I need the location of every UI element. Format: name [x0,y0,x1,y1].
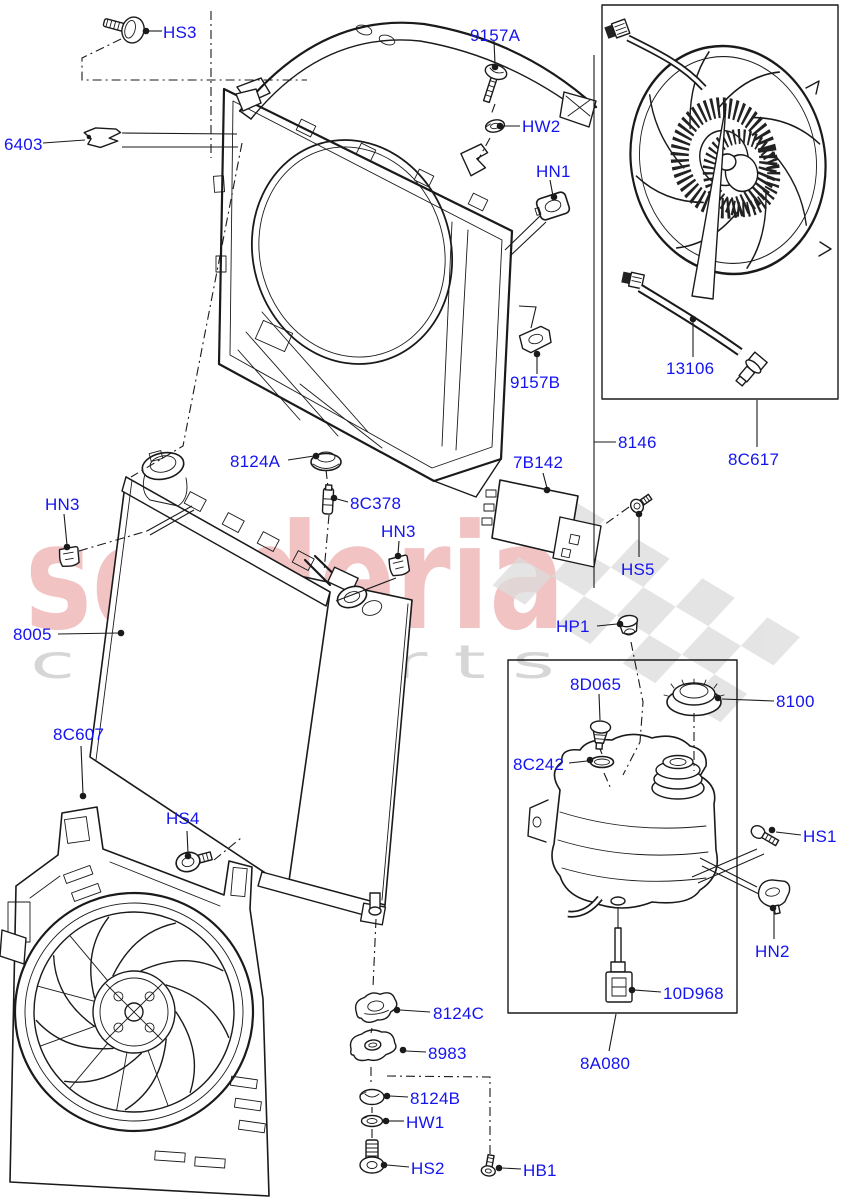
bolt-hs3 [102,16,145,44]
aux-cooler-drawing [481,479,602,568]
sensor-8d065 [589,720,612,750]
part-label-8124A: 8124A [230,452,281,471]
clip-hn3-right [388,554,411,577]
viscous-fan-blades [629,44,827,276]
part-label-6403: 6403 [4,135,43,154]
part-label-9157A: 9157A [470,26,521,45]
part-label-HN3-b: HN3 [381,522,416,541]
part-label-HS1: HS1 [803,827,837,846]
part-label-8C242: 8C242 [513,755,565,774]
bolt-hs2 [359,1139,385,1174]
radiator-filler-neck [141,450,188,507]
part-label-7B142: 7B142 [513,453,564,472]
fan-strap [691,103,727,300]
part-label-8005: 8005 [13,625,52,644]
part-label-HS4: HS4 [166,809,200,828]
bolt-hs4 [175,851,213,873]
fan-connector-top [604,18,631,39]
lower-fan-shroud-drawing [0,806,270,1197]
part-label-HN3-a: HN3 [45,495,80,514]
washer-hw1 [360,1114,384,1128]
part-label-HW1: HW1 [406,1113,445,1132]
radiator-drawing [89,450,413,926]
screw-9157a [482,63,508,104]
part-label-HS2: HS2 [411,1159,445,1178]
part-label-8C607: 8C607 [53,725,105,744]
cap-8100 [663,678,725,717]
isolator-8124c [354,992,398,1023]
fan-connector-bottom [621,271,645,290]
part-label-HN1: HN1 [536,162,571,181]
lower-fan-blades [13,891,255,1133]
viscous-clutch [670,97,781,219]
part-label-HB1: HB1 [523,1161,557,1180]
grommet-hn2 [757,879,791,915]
part-label-8124C: 8124C [433,1004,485,1023]
part-label-HS3: HS3 [163,23,197,42]
clip-hn3-left [58,545,80,567]
part-label-8983: 8983 [428,1044,467,1063]
sensor-10d968 [605,927,633,1003]
part-label-HS5: HS5 [621,560,655,579]
fan-shroud-drawing [213,77,514,498]
bolt-hs1 [750,825,780,847]
part-label-13106: 13106 [666,359,715,378]
part-label-8A080: 8A080 [580,1054,631,1073]
expansion-tank-group [507,614,791,1014]
clip-hn1 [534,191,571,221]
leader-dots [63,27,777,1172]
part-label-8124B: 8124B [410,1089,461,1108]
bolt-hb1 [480,1153,496,1177]
leader-lines [42,30,802,1170]
upper-seal-strip-drawing [235,21,598,177]
part-label-HP1: HP1 [556,617,590,636]
clip-9157b [518,325,552,354]
clip-6403 [83,127,122,149]
part-label-10D968: 10D968 [663,984,724,1003]
bolt-hs5 [629,493,653,514]
seal-bracket [460,143,489,177]
part-label-8146: 8146 [618,433,657,452]
part-label-8C617: 8C617 [728,450,780,469]
washer-8124b [359,1088,385,1106]
radiator-drain-pin [368,892,382,916]
expansion-tank-drawing [527,733,719,918]
part-label-9157B: 9157B [510,373,561,392]
plug-hp1 [617,614,639,636]
dash-reference-lines [78,11,695,1154]
part-label-8D065: 8D065 [570,675,622,694]
part-label-HN2: HN2 [755,942,790,961]
shroud-vent-slots [63,865,266,1169]
viscous-fan-inset [601,4,839,400]
part-label-8100: 8100 [776,692,815,711]
pin-8c378 [321,484,335,515]
isolator-8983 [349,1029,397,1062]
part-label-HW2: HW2 [522,117,561,136]
part-label-8C378: 8C378 [350,494,402,513]
